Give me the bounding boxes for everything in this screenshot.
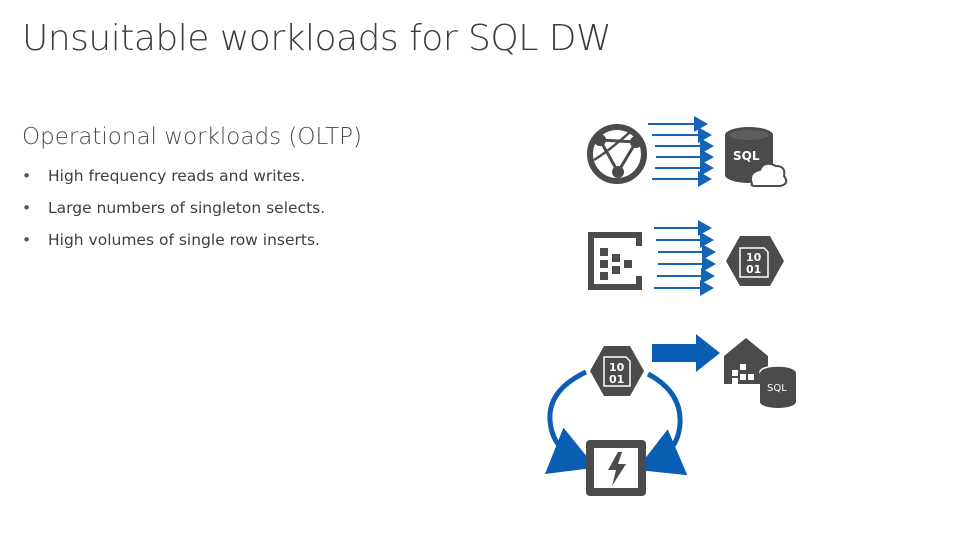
- binary-label-top: 10: [609, 361, 625, 374]
- event-hub-icon: [588, 232, 642, 290]
- binary-storage-icon: 10 01: [590, 346, 644, 396]
- bullet-item: Large numbers of singleton selects.: [22, 198, 325, 230]
- sql-label: SQL: [733, 149, 760, 163]
- bullet-item: High frequency reads and writes.: [22, 166, 325, 198]
- binary-storage-icon: 10 01: [726, 236, 784, 286]
- binary-label-bottom: 01: [746, 263, 761, 276]
- binary-label-bottom: 01: [609, 373, 624, 386]
- dw-sql-label: SQL: [767, 383, 787, 394]
- section-heading: Operational workloads (OLTP): [22, 124, 362, 150]
- globe-network-icon: [587, 124, 647, 184]
- request-arrows-top: [648, 116, 714, 187]
- stream-analytics-icon: [586, 440, 646, 496]
- cycle-arrows: [544, 369, 688, 476]
- bullet-list: High frequency reads and writes. Large n…: [22, 166, 325, 262]
- request-arrows-middle: [654, 220, 716, 296]
- sql-database-cloud-icon: SQL: [725, 127, 788, 187]
- page-title: Unsuitable workloads for SQL DW: [22, 18, 612, 59]
- load-arrow: [652, 334, 720, 372]
- bullet-item: High volumes of single row inserts.: [22, 230, 325, 262]
- data-warehouse-icon: SQL: [724, 338, 797, 408]
- binary-label-top: 10: [746, 251, 762, 264]
